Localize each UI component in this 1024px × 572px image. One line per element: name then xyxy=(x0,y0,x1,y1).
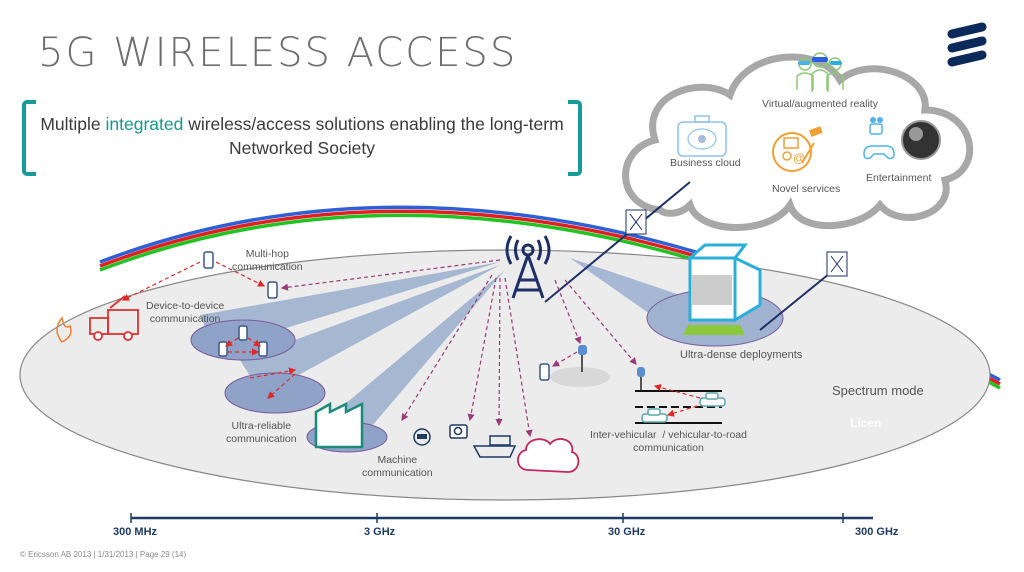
building-icon xyxy=(683,243,762,335)
small-cell-shadow xyxy=(550,367,610,387)
novel-services-icon: @ xyxy=(772,126,823,172)
ultra-reliable-cluster xyxy=(224,372,326,414)
cloud-label-business: Business cloud xyxy=(670,157,741,169)
factory-icon xyxy=(314,401,364,449)
coverage-ellipse xyxy=(19,249,991,501)
backhaul-link xyxy=(544,181,691,303)
cloud-label-entertainment: Entertainment xyxy=(866,172,932,184)
camera-icon xyxy=(449,424,468,439)
axis-tick-label: 30 GHz xyxy=(608,526,646,538)
radio-links xyxy=(280,259,637,438)
phone-icon xyxy=(267,281,278,299)
svg-text:@: @ xyxy=(793,151,805,165)
switch-icon xyxy=(826,251,848,277)
label-machine: Machine communication xyxy=(362,454,433,479)
ericsson-logo-icon xyxy=(947,22,987,67)
phone-icon xyxy=(258,341,268,357)
subtitle-box: Multiple integrated wireless/access solu… xyxy=(22,100,582,176)
subtitle-pre: Multiple xyxy=(40,114,106,134)
label-licensed: Licen xyxy=(850,416,882,430)
iot-cloud-icon xyxy=(517,438,580,473)
axis-tick-label: 3 GHz xyxy=(364,526,396,538)
spectrum-axis xyxy=(130,513,873,523)
phone-icon xyxy=(539,363,550,381)
phone-icon xyxy=(238,325,248,341)
road-icon xyxy=(635,390,722,424)
subtitle-text: Multiple integrated wireless/access solu… xyxy=(28,112,576,160)
phone-icon xyxy=(203,251,214,269)
label-ultra-dense: Ultra-dense deployments xyxy=(680,349,803,361)
switch-icon xyxy=(625,209,647,235)
axis-tick-label: 300 MHz xyxy=(113,526,158,538)
axis-tick-label: 300 GHz xyxy=(855,526,899,538)
slide-title: 5G WIRELESS ACCESS xyxy=(38,30,518,76)
label-d2d: Device-to-device communication xyxy=(146,300,225,325)
phone-icon xyxy=(218,341,228,357)
left-bracket xyxy=(22,100,36,176)
subtitle-post: wireless/access solutions enabling the l… xyxy=(183,114,564,158)
label-multi-hop: Multi-hop communication xyxy=(232,248,303,273)
roadside-unit-icon xyxy=(637,367,645,390)
car-icon xyxy=(699,392,726,407)
label-vehicular: Inter-vehicular / vehicular-to-road comm… xyxy=(590,429,747,454)
vr-users-icon xyxy=(796,52,844,92)
cloud-label-novel: Novel services xyxy=(772,183,841,195)
label-ultra-reliable: Ultra-reliable communication xyxy=(226,420,297,445)
right-bracket xyxy=(568,100,582,176)
d2d-links xyxy=(121,261,701,417)
small-cell-icon xyxy=(578,345,587,372)
flame-icon xyxy=(56,316,72,343)
footer-text: © Ericsson AB 2013 | 1/31/2013 | Page 29… xyxy=(20,550,187,559)
base-station-antenna-icon xyxy=(505,235,551,299)
meter-icon xyxy=(413,428,431,446)
entertainment-icon xyxy=(863,117,941,160)
devices xyxy=(203,251,550,381)
business-cloud-icon xyxy=(677,115,727,157)
subtitle-highlight: integrated xyxy=(105,114,184,134)
cloud-label-vr: Virtual/augmented reality xyxy=(762,98,878,110)
ship-icon xyxy=(472,435,517,458)
label-spectrum-mode: Spectrum mode xyxy=(832,383,924,398)
car-icon xyxy=(641,408,668,423)
